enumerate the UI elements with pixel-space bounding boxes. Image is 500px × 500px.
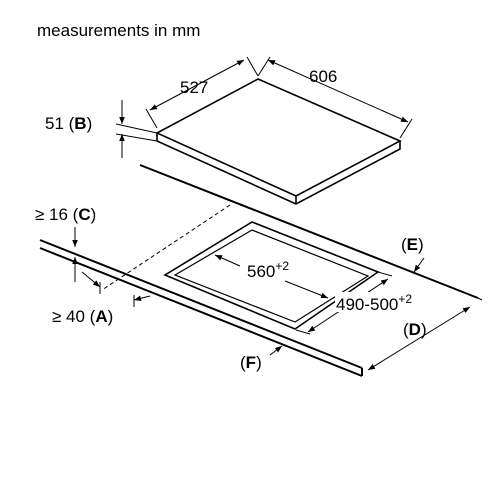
dimension-width-606: 606 [257,56,413,139]
marker-d: (D) [403,320,427,339]
worktop-back-edge-top [139,164,479,299]
label-width-606: 606 [309,67,337,86]
cutout-inner [173,229,370,323]
dimension-cutout-560: 560+2 [214,254,329,299]
worktop [39,164,479,377]
page-title: measurements in mm [37,21,201,40]
label-cutout-560: 560+2 [247,259,289,281]
label-thickness-51: 51 (B) [45,114,92,133]
dimension-min-front-40: ≥ 40 (A) [52,271,151,326]
marker-f-group: (F) [240,345,283,372]
marker-f: (F) [240,353,262,372]
worktop-front-edge-top [39,239,363,369]
worktop-front-edge-bottom [39,247,363,377]
label-min-front-40: ≥ 40 (A) [52,307,113,326]
marker-e: (E) [401,235,424,254]
dimension-min-worktop-16: ≥ 16 (C) [35,205,96,282]
label-depth-527: 527 [180,78,208,97]
dimension-thickness-51: 51 (B) [45,100,158,158]
cutout [163,221,380,330]
label-min-worktop-16: ≥ 16 (C) [35,205,96,224]
dimension-d: (D) [367,297,483,371]
marker-e-group: (E) [401,235,425,273]
dimension-depth-527: 527 [145,56,259,129]
cutout-outer [163,221,380,330]
projection-lines [101,204,269,291]
